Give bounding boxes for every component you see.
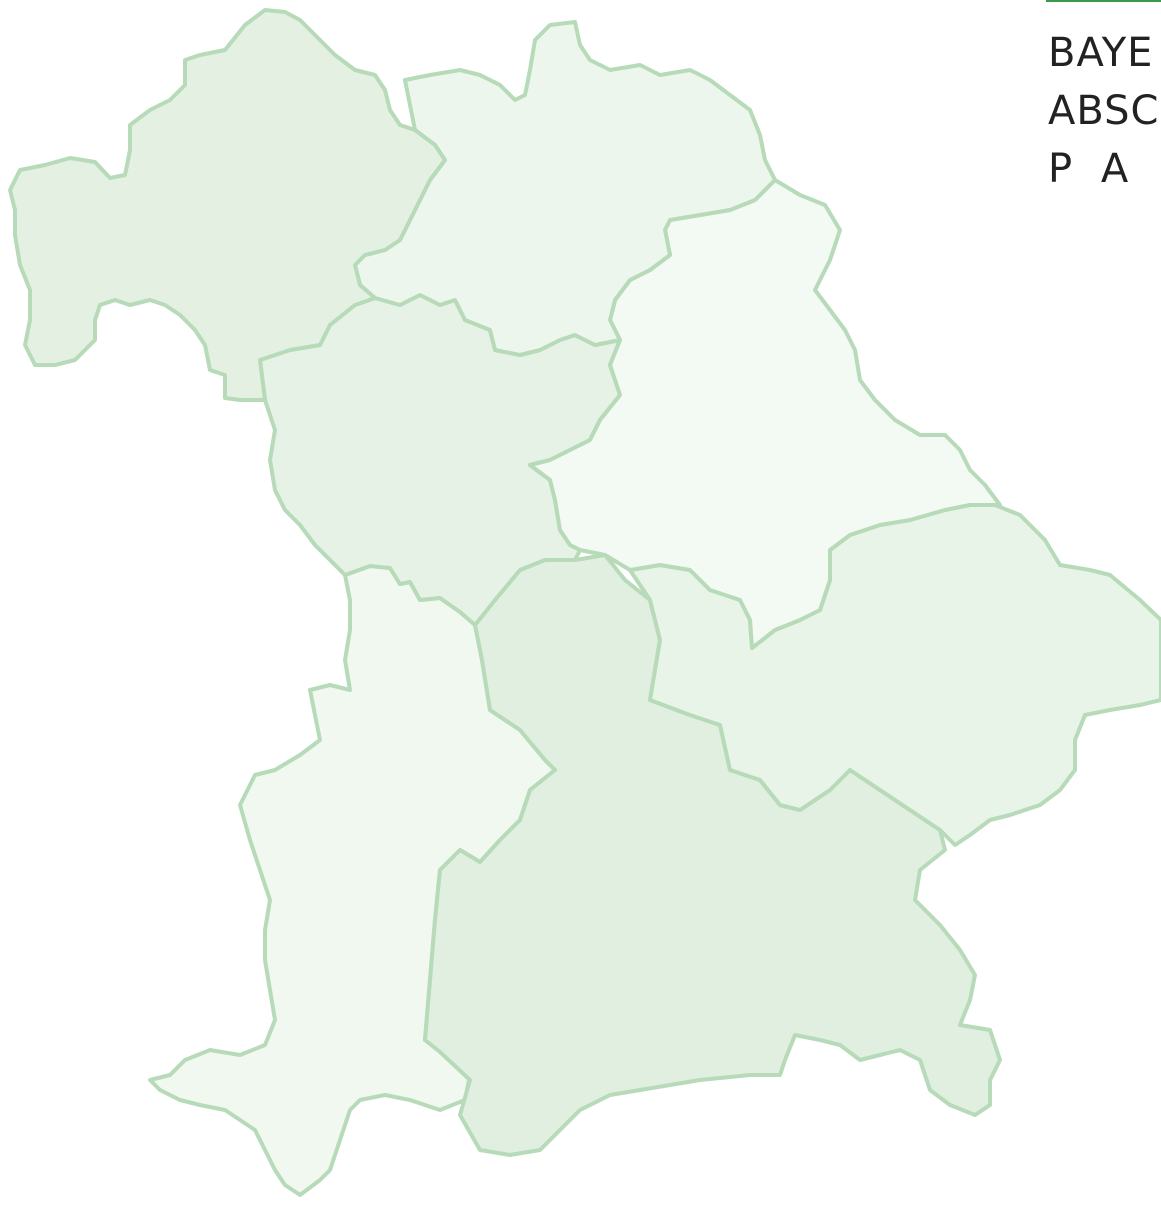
header-line-3: P A [1048, 146, 1130, 192]
header-line-2: ABSC [1048, 88, 1160, 134]
header-title: BAYE ABSC P A [1048, 24, 1161, 198]
region-unterfranken[interactable] [8, 8, 447, 402]
header-line-1: BAYE [1048, 30, 1154, 76]
header-accent-line [1046, 0, 1161, 2]
